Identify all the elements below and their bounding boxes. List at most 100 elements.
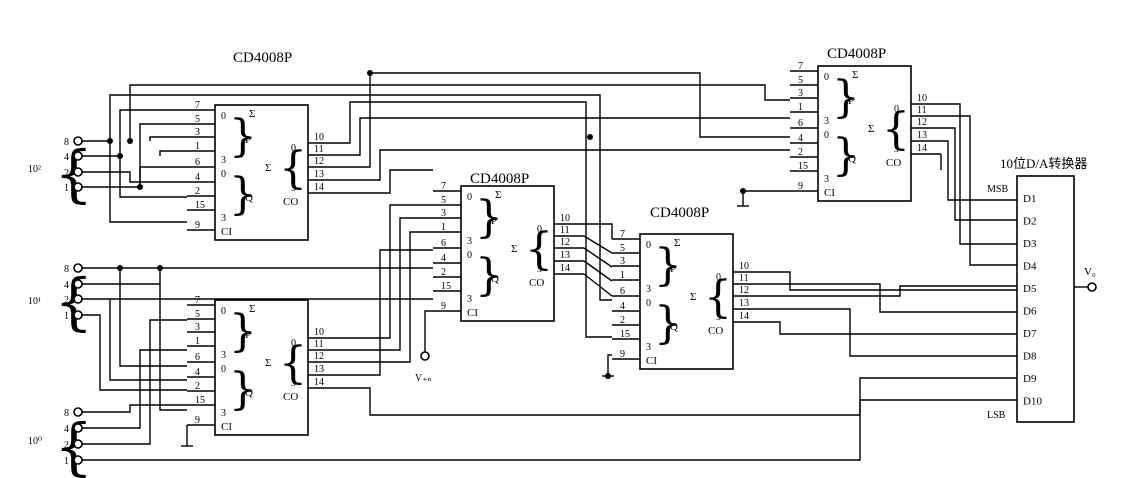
pin-number: 7: [195, 295, 200, 306]
q-index-0: 0: [646, 298, 651, 309]
junction-dot: [117, 265, 123, 271]
pin-number: 12: [917, 117, 927, 128]
wire: [338, 231, 433, 363]
co-label: CO: [283, 391, 298, 403]
pin-number: 4: [195, 172, 200, 183]
weight-label: 8: [64, 137, 69, 148]
pin-number: 2: [195, 381, 200, 392]
input-terminal: [73, 294, 83, 304]
pin-number: 13: [314, 364, 324, 375]
p-index-0: 0: [221, 306, 226, 317]
weight-label: 4: [64, 152, 69, 163]
wire: [763, 308, 1017, 357]
wire: [763, 283, 1017, 313]
pin-number: 4: [620, 301, 625, 312]
dac-pin-label: D6: [1023, 306, 1037, 318]
pin-number: 9: [195, 415, 200, 426]
co-label: CO: [529, 277, 544, 289]
pin-number: 14: [739, 311, 749, 322]
pin-number: 7: [798, 61, 803, 72]
p-brace: }: [229, 306, 257, 357]
wire: [159, 150, 187, 156]
sum-sigma: Σ: [868, 123, 874, 135]
input-terminal: [73, 263, 83, 273]
wire: [583, 273, 613, 297]
pin-number: 5: [441, 195, 446, 206]
ci-label: CI: [646, 355, 657, 367]
weight-label: 1: [64, 456, 69, 467]
pin-number: 11: [917, 105, 927, 116]
pin-number: 3: [798, 88, 803, 99]
pin-number: 9: [195, 220, 200, 231]
pin-number: 1: [441, 222, 446, 233]
pin-number: 11: [314, 339, 324, 350]
p-index-3: 3: [646, 284, 651, 295]
q-brace: }: [654, 298, 682, 349]
pin-number: 7: [195, 100, 200, 111]
wire: [338, 169, 433, 194]
pin-number: 2: [441, 267, 446, 278]
p-brace: }: [229, 111, 257, 162]
p-index-0: 0: [646, 240, 651, 251]
wire: [129, 84, 790, 141]
cd4008-chip: CD4008P75316421590303}}PQΣCI1011121314{Σ…: [790, 46, 941, 202]
vin-label: V₊ₙ: [415, 373, 432, 384]
p-index-0: 0: [467, 192, 472, 203]
sum-sigma: Σ: [511, 243, 517, 255]
chip-body: [460, 185, 555, 322]
input-terminal: [73, 167, 83, 177]
q-brace: }: [229, 169, 257, 220]
sigma-label: Σ: [249, 303, 255, 315]
pin-number: 7: [441, 181, 446, 192]
dac-pin-label: D8: [1023, 351, 1037, 363]
pin-number: 11: [560, 225, 570, 236]
pin-number: 10: [314, 132, 324, 143]
pin-number: 12: [560, 237, 570, 248]
input-terminal: [73, 439, 83, 449]
q-index-3: 3: [221, 408, 226, 419]
wire: [338, 204, 433, 339]
chip-title: CD4008P: [233, 50, 292, 66]
junction-dot: [107, 138, 113, 144]
wire: [109, 299, 187, 381]
weight-label: 1: [64, 311, 69, 322]
pin-number: 5: [195, 114, 200, 125]
adder-chips: CD4008P75316421590303}}PQΣCI1011121314{Σ…: [187, 46, 941, 436]
dac-body: [1016, 175, 1075, 423]
pin-number: 15: [620, 329, 630, 340]
cd4008-chip: CD4008P75316421590303}}PQΣCI1011121314{Σ…: [433, 171, 584, 322]
dac-pin-label: D1: [1023, 193, 1036, 205]
vin-terminal: [420, 351, 430, 361]
chip-body: [214, 104, 309, 241]
ci-label: CI: [467, 307, 478, 319]
q-brace: }: [229, 364, 257, 415]
q-index-3: 3: [467, 294, 472, 305]
q-index-3: 3: [824, 174, 829, 185]
ci-label: CI: [221, 421, 232, 433]
wire: [82, 314, 187, 391]
wire: [424, 310, 433, 352]
pin-number: 5: [195, 309, 200, 320]
sigma-label: Σ: [852, 69, 858, 81]
q-brace: }: [475, 250, 503, 301]
wire: [109, 94, 612, 301]
cd4008-chip: CD4008P75316421590303}}PQΣCI1011121314{Σ…: [612, 205, 763, 370]
input-terminal: [73, 136, 83, 146]
pin-number: 3: [195, 127, 200, 138]
weight-label: 2: [64, 295, 69, 306]
pin-number: 3: [195, 322, 200, 333]
chip-body: [817, 65, 912, 202]
q-brace: }: [832, 130, 860, 181]
wire: [338, 149, 790, 181]
wire: [149, 136, 187, 141]
pin-number: 12: [314, 156, 324, 167]
wire: [338, 249, 433, 376]
wiring: V₊ₙ: [82, 70, 1017, 461]
pin-number: 14: [314, 182, 324, 193]
co-label: CO: [708, 325, 723, 337]
pin-number: 7: [620, 229, 625, 240]
sum-sigma: Σ: [265, 162, 271, 174]
wire: [338, 101, 612, 338]
pin-number: 6: [798, 118, 803, 129]
